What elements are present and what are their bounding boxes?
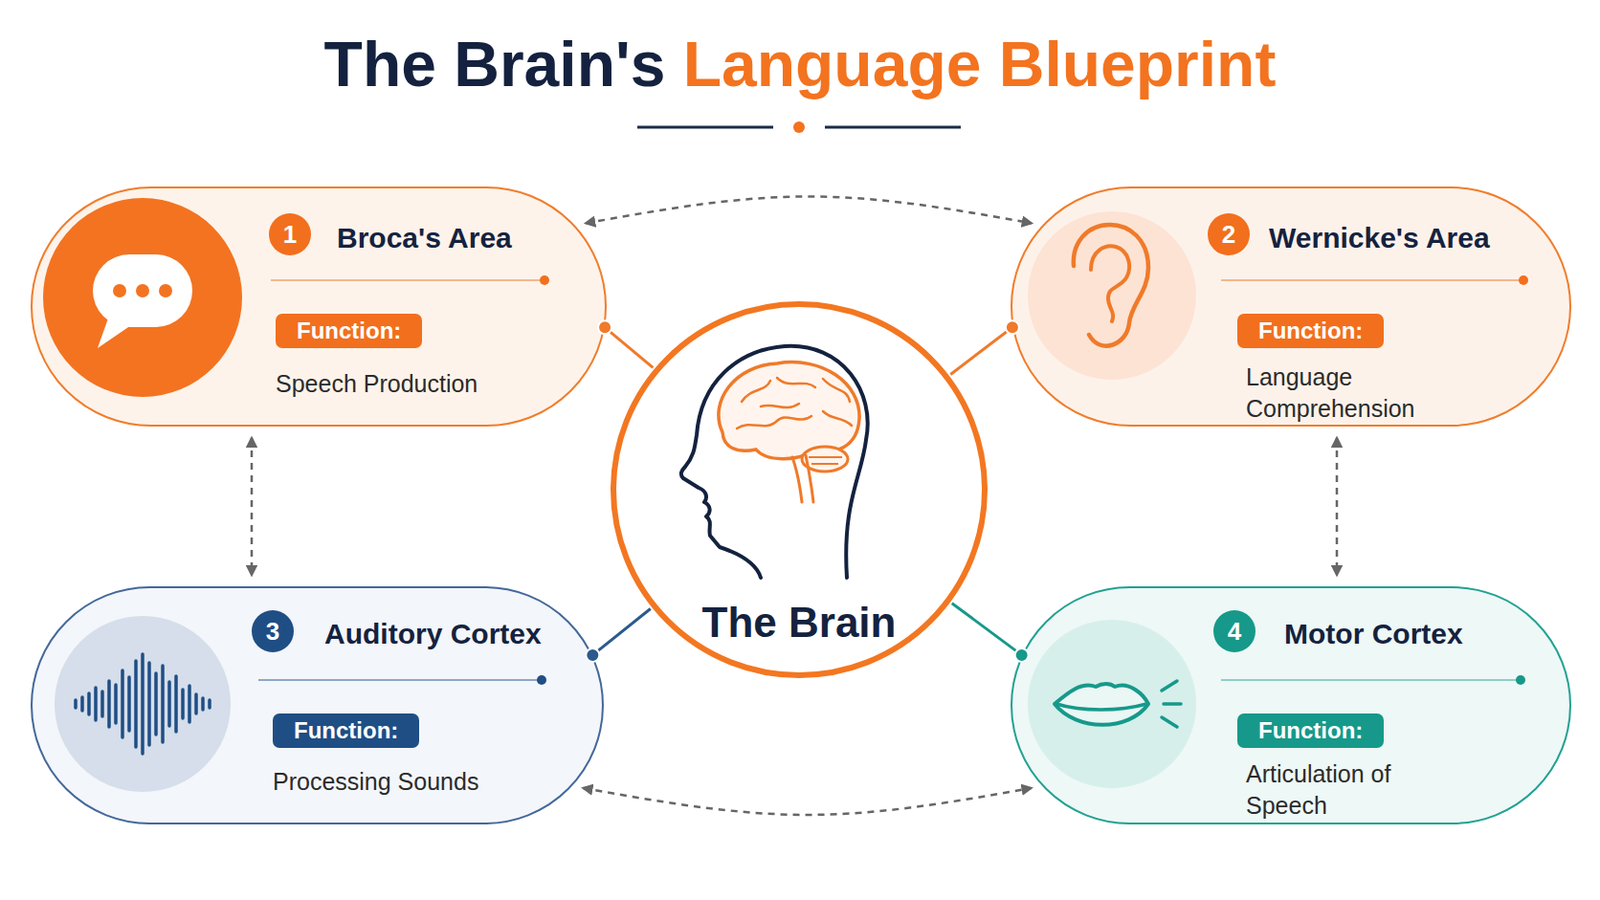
region-box: 4 Motor CortexFunction: Articulation of Sp… [1010, 586, 1572, 825]
connector-dot [1005, 320, 1020, 334]
underline-right [824, 126, 961, 130]
brain-circle: The Brain [610, 301, 988, 679]
divider-dot [1518, 275, 1529, 286]
divider-dot [1515, 675, 1526, 686]
wave-bar [207, 700, 212, 709]
wave-bar [174, 676, 178, 733]
link-line [592, 608, 650, 655]
dashed-arrow [583, 788, 1032, 816]
dashed-arrow [250, 438, 254, 576]
connector-dot [1015, 648, 1029, 663]
underline-left [637, 126, 774, 130]
bubble-dot [135, 284, 150, 298]
divider-line [270, 279, 542, 282]
wave-bar [160, 666, 165, 743]
speech-bubble [92, 254, 193, 328]
function-tag: Function: [275, 313, 423, 349]
wave-bar [113, 685, 118, 724]
wave-bar [167, 682, 172, 727]
lips-icon [1027, 620, 1197, 789]
wave-bar [147, 663, 152, 746]
icon-disc [1027, 211, 1197, 380]
ear-outer [1073, 224, 1149, 347]
function-text: Speech Production [275, 368, 563, 400]
title: The Brain's Language Blueprint [324, 26, 1277, 103]
waveform-bars [75, 654, 210, 755]
callout-number: 1 [268, 213, 312, 256]
brain-stem [792, 455, 814, 503]
wave-bar [127, 677, 132, 732]
function-text: Processing Sounds [272, 766, 560, 799]
callout-number: 3 [251, 610, 294, 653]
brain-folds [736, 377, 852, 429]
bubble-dot [112, 284, 127, 298]
lips-line [1056, 704, 1147, 711]
wave-bar [133, 661, 138, 748]
cerebellum-lines [808, 457, 843, 465]
function-tag: Function: [1237, 713, 1384, 749]
title-underline [637, 121, 961, 134]
sound-lines [1161, 681, 1181, 728]
brain-cerebellum [801, 446, 848, 472]
link-line [950, 327, 1013, 375]
head-outline [681, 346, 868, 578]
region-heading: Wernicke's Area [1268, 221, 1490, 256]
function-text: Language Comprehension [1245, 361, 1467, 424]
wave-bar [80, 697, 85, 712]
region-heading: Auditory Cortex [324, 617, 542, 652]
link-line [952, 603, 1023, 656]
dividers [258, 275, 1529, 686]
icon-disc [54, 616, 231, 793]
function-tag: Function: [1237, 313, 1384, 349]
region-heading: Broca's Area [336, 221, 512, 256]
wave-bar [107, 681, 112, 728]
head-illustration [681, 346, 868, 578]
lips-outline [1054, 684, 1149, 726]
wave-bar [187, 686, 192, 723]
center-label: The Brain [616, 598, 982, 649]
link-line [604, 327, 653, 368]
bubble-dot [158, 284, 173, 298]
divider-dot [539, 275, 550, 286]
connector-dot [585, 648, 600, 663]
speech-icon [43, 198, 243, 398]
wave-bar [120, 670, 125, 738]
ear-icon [1027, 211, 1197, 380]
divider-dot [536, 675, 547, 686]
divider-line [258, 679, 539, 682]
wave-bar [100, 691, 105, 717]
region-heading: Motor Cortex [1284, 617, 1464, 652]
underline-dot [793, 121, 805, 134]
wave-bar [87, 693, 91, 715]
region-box: 1 Broca's AreaFunction: Speech Production [30, 186, 607, 427]
wave-bar [73, 700, 78, 709]
divider-line [1221, 279, 1521, 282]
region-box: 3 Auditory CortexFunction: Processing Soun… [30, 586, 604, 825]
speech-bubble-tail [97, 315, 134, 349]
region-box: 2 Wernicke's AreaFunction: Language Compre… [1010, 186, 1572, 427]
icon-disc [1027, 620, 1197, 789]
callout-number: 4 [1213, 610, 1256, 653]
brain-cerebrum [718, 362, 860, 460]
waveform-icon [54, 616, 231, 793]
dashed-arrow [585, 196, 1031, 223]
function-text: Articulation of Speech [1245, 758, 1467, 822]
wave-bar [194, 694, 199, 714]
ear-inner [1090, 245, 1130, 322]
divider-line [1221, 679, 1518, 682]
wave-bar [200, 698, 205, 711]
wave-bar [93, 688, 98, 721]
wave-bar [154, 673, 158, 735]
icon-disc [43, 198, 243, 398]
connector-dot [598, 320, 612, 334]
callout-number: 2 [1207, 213, 1250, 256]
wave-bar [180, 689, 185, 719]
dashed-arrow [1335, 438, 1339, 576]
function-tag: Function: [272, 713, 420, 749]
wave-bar [140, 654, 145, 755]
